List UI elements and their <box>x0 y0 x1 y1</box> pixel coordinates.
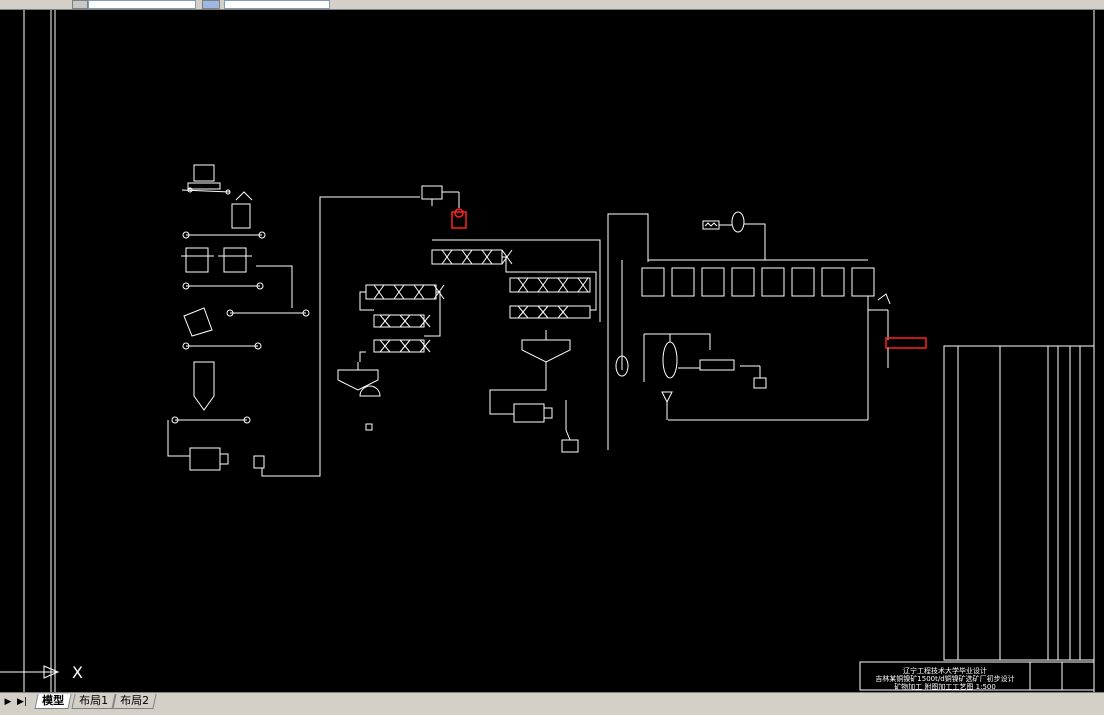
grinding-circuit <box>337 185 601 453</box>
selected-equipment <box>885 337 927 349</box>
nav-first-button[interactable]: ▶ <box>4 697 12 707</box>
layer-dropdown[interactable] <box>88 0 196 9</box>
flotation-circuit <box>607 211 927 450</box>
layout-tab-bar: ▶ ▶| 模型 布局1 布局2 <box>0 692 1104 715</box>
title-line-1: 辽宁工程技术大学毕业设计 <box>903 666 987 675</box>
toolbar-icon[interactable] <box>72 0 88 9</box>
ucs-x-label: X <box>72 663 83 682</box>
tab-model[interactable]: 模型 <box>34 694 72 709</box>
nav-last-button[interactable]: ▶| <box>17 697 27 707</box>
toolbar <box>0 0 1104 10</box>
selected-equipment <box>451 211 467 229</box>
equipment-table <box>943 345 1095 661</box>
layer-tool-icon[interactable] <box>202 0 220 9</box>
flowsheet-drawing: 辽宁工程技术大学毕业设计 吉林某铜镍矿1500t/d铜镍矿选矿厂初步设计 矿物加… <box>0 10 1095 692</box>
tab-layout2[interactable]: 布局2 <box>112 694 157 709</box>
title-line-2: 吉林某铜镍矿1500t/d铜镍矿选矿厂初步设计 <box>875 674 1014 683</box>
tab-layout1[interactable]: 布局1 <box>71 694 116 709</box>
property-dropdown[interactable] <box>224 0 330 9</box>
ucs-icon <box>0 665 60 679</box>
title-line-3: 矿物加工 附图加工工艺图 1:500 <box>894 682 996 691</box>
title-block-frame <box>859 661 1095 691</box>
crushing-circuit <box>167 164 420 477</box>
drawing-canvas[interactable]: 辽宁工程技术大学毕业设计 吉林某铜镍矿1500t/d铜镍矿选矿厂初步设计 矿物加… <box>0 10 1104 692</box>
